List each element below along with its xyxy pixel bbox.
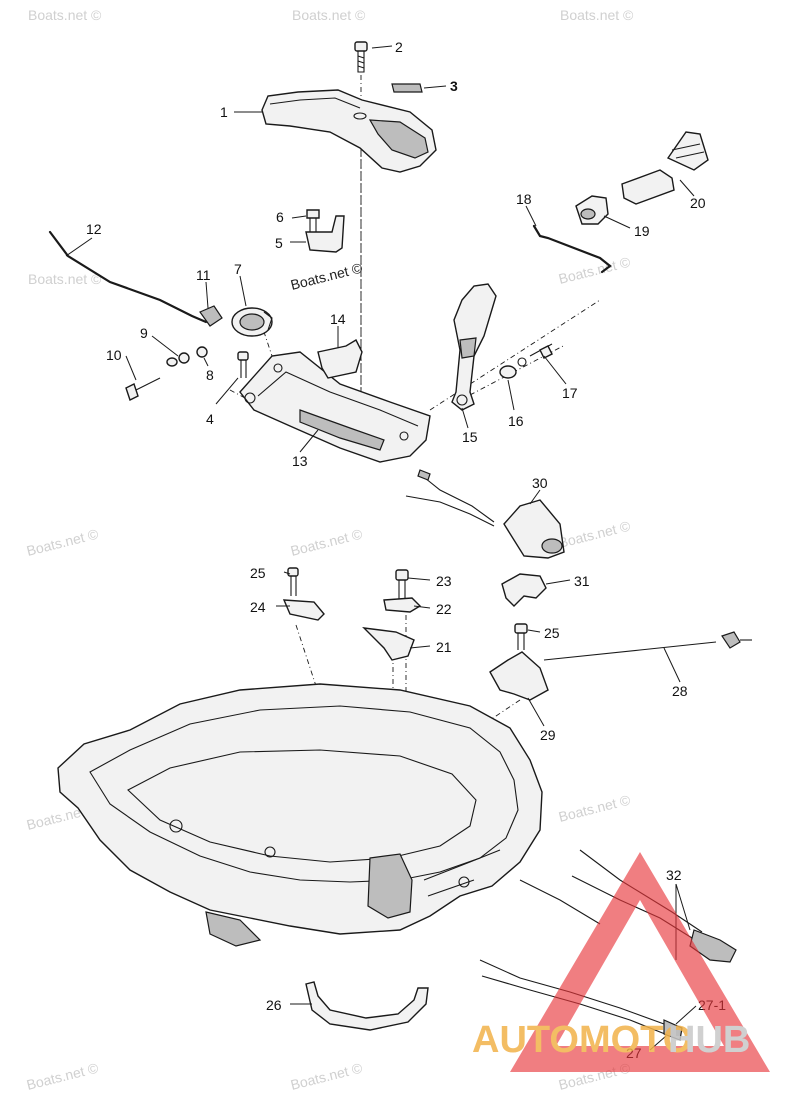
callout-29: 29: [540, 727, 556, 743]
callout-18: 18: [516, 191, 532, 207]
callout-5: 5: [275, 235, 283, 251]
part-1-top-cover: [261, 89, 437, 173]
lower-cowling: [57, 683, 543, 947]
callout-13: 13: [292, 453, 308, 469]
callout-16: 16: [508, 413, 524, 429]
watermark: Boats.net ©: [557, 791, 633, 824]
watermark: Boats.net ©: [557, 517, 633, 550]
callout-31: 31: [574, 573, 590, 589]
callout-22: 22: [436, 601, 452, 617]
part-20-switch: [621, 131, 709, 205]
watermark: Boats.net ©: [25, 1059, 101, 1092]
callout-21: 21: [436, 639, 452, 655]
part-16-17-pin: [499, 343, 553, 379]
watermark: Boats.net ©: [289, 259, 365, 292]
callout-3: 3: [450, 78, 458, 94]
callouts: 1 2 3 4 5 6 7 8 9 10 11 12 13 14 15 16 1…: [86, 39, 726, 1061]
watermark: Boats.net ©: [25, 525, 101, 558]
callout-26: 26: [266, 997, 282, 1013]
logo-text-hub: HUB: [668, 1019, 750, 1061]
callout-4: 4: [206, 411, 214, 427]
part-11-clip: [199, 305, 223, 327]
part-14-plate: [317, 339, 363, 379]
watermark: Boats.net ©: [292, 7, 366, 23]
watermark: Boats.net ©: [560, 7, 634, 23]
part-18-rod: [532, 224, 612, 274]
logo-text-automoto: AUTOMOTO: [472, 1019, 692, 1061]
callout-11: 11: [196, 267, 211, 283]
part-7-knob: [231, 307, 273, 337]
callout-10: 10: [106, 347, 122, 363]
callout-12: 12: [86, 221, 102, 237]
part-21-25-brackets: [282, 567, 422, 661]
callout-24: 24: [250, 599, 266, 615]
watermark: Boats.net ©: [289, 525, 365, 558]
callout-14: 14: [330, 311, 346, 327]
callout-20: 20: [690, 195, 706, 211]
part-29-bracket: [489, 623, 549, 701]
callout-6: 6: [276, 209, 284, 225]
part-31-clamp: [501, 573, 547, 607]
part-15-lever: [451, 283, 497, 411]
part-5-6-bracket: [305, 209, 345, 253]
part-12-rod: [48, 230, 208, 324]
logo-triangle-icon: [510, 852, 770, 1072]
callout-17: 17: [562, 385, 578, 401]
part-30-sensor: [405, 469, 565, 559]
callout-25a: 25: [250, 565, 266, 581]
callout-30: 30: [532, 475, 548, 491]
automotohub-logo: AUTOMOTO HUB: [472, 852, 770, 1072]
part-2-bolt: [354, 41, 368, 73]
part-28-cable: [543, 631, 752, 661]
leader-lines: [65, 45, 697, 1051]
callout-8: 8: [206, 367, 214, 383]
part-8-9-10-hardware: [125, 346, 208, 401]
callout-2: 2: [395, 39, 403, 55]
callout-23: 23: [436, 573, 452, 589]
part-26-handle: [305, 981, 429, 1031]
part-13-base: [239, 351, 431, 463]
callout-1: 1: [220, 104, 228, 120]
part-4-screw: [237, 351, 249, 378]
watermark: Boats.net ©: [557, 253, 633, 286]
callout-25b: 25: [544, 625, 560, 641]
part-3-pad: [391, 83, 423, 93]
callout-19: 19: [634, 223, 650, 239]
watermark: Boats.net ©: [28, 7, 102, 23]
callout-9: 9: [140, 325, 148, 341]
part-19-cap: [575, 195, 609, 225]
callout-7: 7: [234, 261, 242, 277]
watermark: Boats.net ©: [28, 271, 102, 287]
callout-28: 28: [672, 683, 688, 699]
watermark: Boats.net ©: [289, 1059, 365, 1092]
callout-15: 15: [462, 429, 478, 445]
callout-32: 32: [666, 867, 682, 883]
